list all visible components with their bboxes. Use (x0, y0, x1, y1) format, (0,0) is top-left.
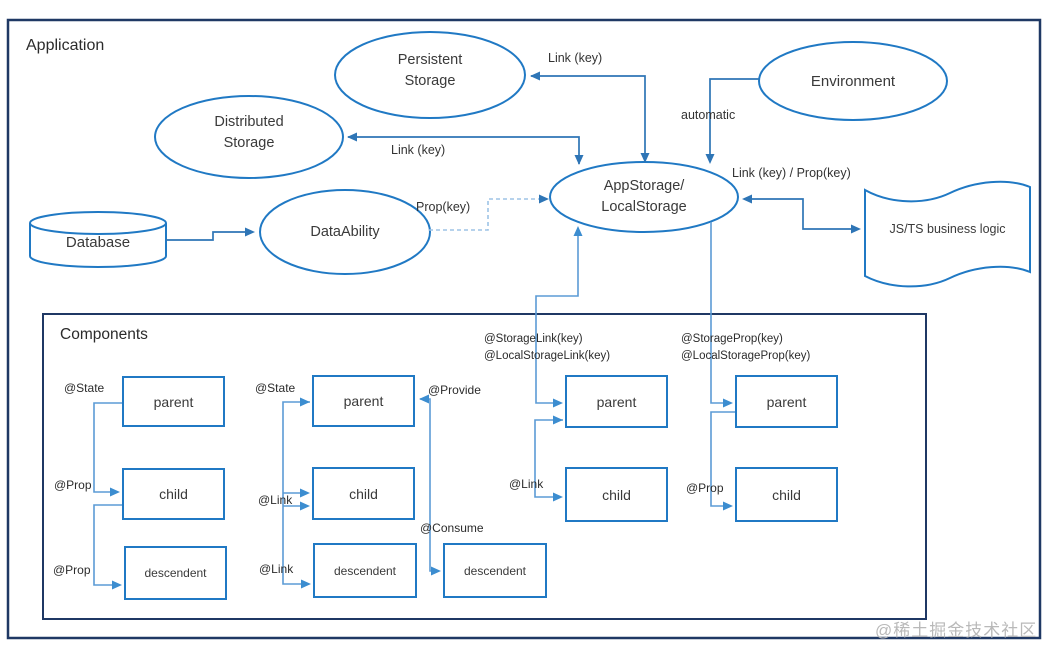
distributed-storage-label: Distributed Storage (214, 114, 284, 151)
g2-link-desc-label: @Link (259, 562, 294, 576)
arrowhead-into-g4-child (723, 501, 733, 511)
g1-parent-box: parent (122, 376, 225, 427)
appstorage-ellipse (549, 161, 739, 233)
arrowhead-into-g3-parent (553, 398, 563, 408)
edge-label-automatic: automatic (681, 108, 736, 122)
arrowhead-into-g2-child-2 (300, 501, 310, 511)
database-cylinder-top (29, 211, 167, 235)
connector-environment-appstorage (709, 78, 759, 162)
arrowhead-link-into-g3-parent (553, 415, 563, 425)
database-cylinder-body (29, 223, 167, 268)
g1-child-box: child (122, 468, 225, 520)
arrowhead-dashed-into-appstorage (539, 194, 549, 204)
g1-descendent-box: descendent (124, 546, 227, 600)
arrowhead-into-persistent (530, 71, 540, 81)
g2-provide-label: @Provide (428, 383, 481, 397)
arrowhead-business-into-appstorage (742, 194, 752, 204)
g4-storage-annotation: @StorageProp(key) @LocalStorageProp(key) (681, 333, 811, 362)
dataability-ellipse (259, 189, 431, 275)
g3-storage-annotation: @StorageLink(key) @LocalStorageLink(key) (484, 333, 611, 362)
dataability-label: DataAbility (310, 224, 380, 240)
arrowhead-into-g2-child-1 (300, 488, 310, 498)
connector-appstorage-distributed (348, 136, 580, 164)
distributed-storage-ellipse (154, 95, 344, 179)
edge-label-distributed-link: Link (key) (391, 143, 446, 157)
arrowhead-into-businesslogic (851, 224, 861, 234)
business-logic-tape (864, 180, 1031, 288)
connector-appstorage-group3-parent (535, 228, 579, 404)
g1-prop-desc-label: @Prop (53, 563, 91, 577)
arrowhead-into-g2-parent (300, 397, 310, 407)
g1-prop-child-label: @Prop (54, 478, 92, 492)
g2-link-child-label: @Link (258, 493, 293, 507)
database-label: Database (65, 234, 131, 251)
connector-dataability-appstorage-dashed (429, 198, 545, 231)
g2-consume-descendent-box: descendent (443, 543, 547, 598)
g2-parent-box: parent (312, 375, 415, 427)
arrowhead-group3-into-appstorage (573, 226, 583, 236)
connector-appstorage-persistent (531, 75, 646, 162)
arrowhead-into-g3-child (553, 492, 563, 502)
watermark: @稀土掘金技术社区 (875, 621, 1038, 640)
connector-g1-child-descendent (93, 504, 122, 586)
arrowhead-into-dataability (245, 227, 255, 237)
connector-g4-parent-child (710, 411, 735, 507)
g1-state-label: @State (64, 381, 105, 395)
g2-state-label: @State (255, 381, 296, 395)
edge-label-persistent-link: Link (key) (548, 51, 603, 65)
g3-child-box: child (565, 467, 668, 522)
connector-g3-parent-child (534, 419, 563, 498)
application-label: Application (26, 37, 105, 54)
arrowhead-into-distributed (347, 132, 357, 142)
arrowhead-into-g1-descendent (112, 580, 122, 590)
persistent-storage-ellipse (334, 31, 526, 119)
g3-link-label: @Link (509, 477, 544, 491)
arrowhead-persistent-into-appstorage (640, 153, 650, 163)
connector-appstorage-group4-parent (710, 222, 730, 404)
edge-label-link-prop: Link (key) / Prop(key) (732, 166, 851, 180)
components-frame (42, 313, 927, 620)
persistent-storage-label: Persistent Storage (397, 52, 463, 89)
arrowhead-into-g4-parent (723, 398, 733, 408)
environment-label: Environment (810, 73, 896, 90)
arrowhead-into-g1-child (110, 487, 120, 497)
arrowhead-into-consume-descendent (431, 566, 441, 576)
g3-parent-box: parent (565, 375, 668, 428)
edge-label-prop-key: Prop(key) (416, 200, 471, 214)
g4-prop-label: @Prop (686, 481, 724, 495)
connector-g2-provide-consume (420, 398, 438, 572)
application-frame (6, 18, 1042, 640)
connector-database-dataability (166, 231, 252, 241)
connector-appstorage-businesslogic (744, 198, 858, 230)
g2-consume-label: @Consume (420, 521, 484, 535)
appstorage-label: AppStorage/ LocalStorage (601, 178, 687, 215)
g4-child-box: child (735, 467, 838, 522)
environment-ellipse (758, 41, 948, 121)
components-label: Components (60, 326, 148, 343)
g2-descendent-box: descendent (313, 543, 417, 598)
arrowhead-into-g2-descendent (301, 579, 311, 589)
business-logic-label: JS/TS business logic (889, 222, 1006, 236)
arrowhead-provide-into-g2-parent (419, 394, 429, 404)
connector-g1-parent-child (93, 402, 122, 493)
arrowhead-environment-into-appstorage (705, 154, 715, 164)
g4-parent-box: parent (735, 375, 838, 428)
arrowhead-distributed-into-appstorage (574, 155, 584, 165)
g2-child-box: child (312, 467, 415, 520)
